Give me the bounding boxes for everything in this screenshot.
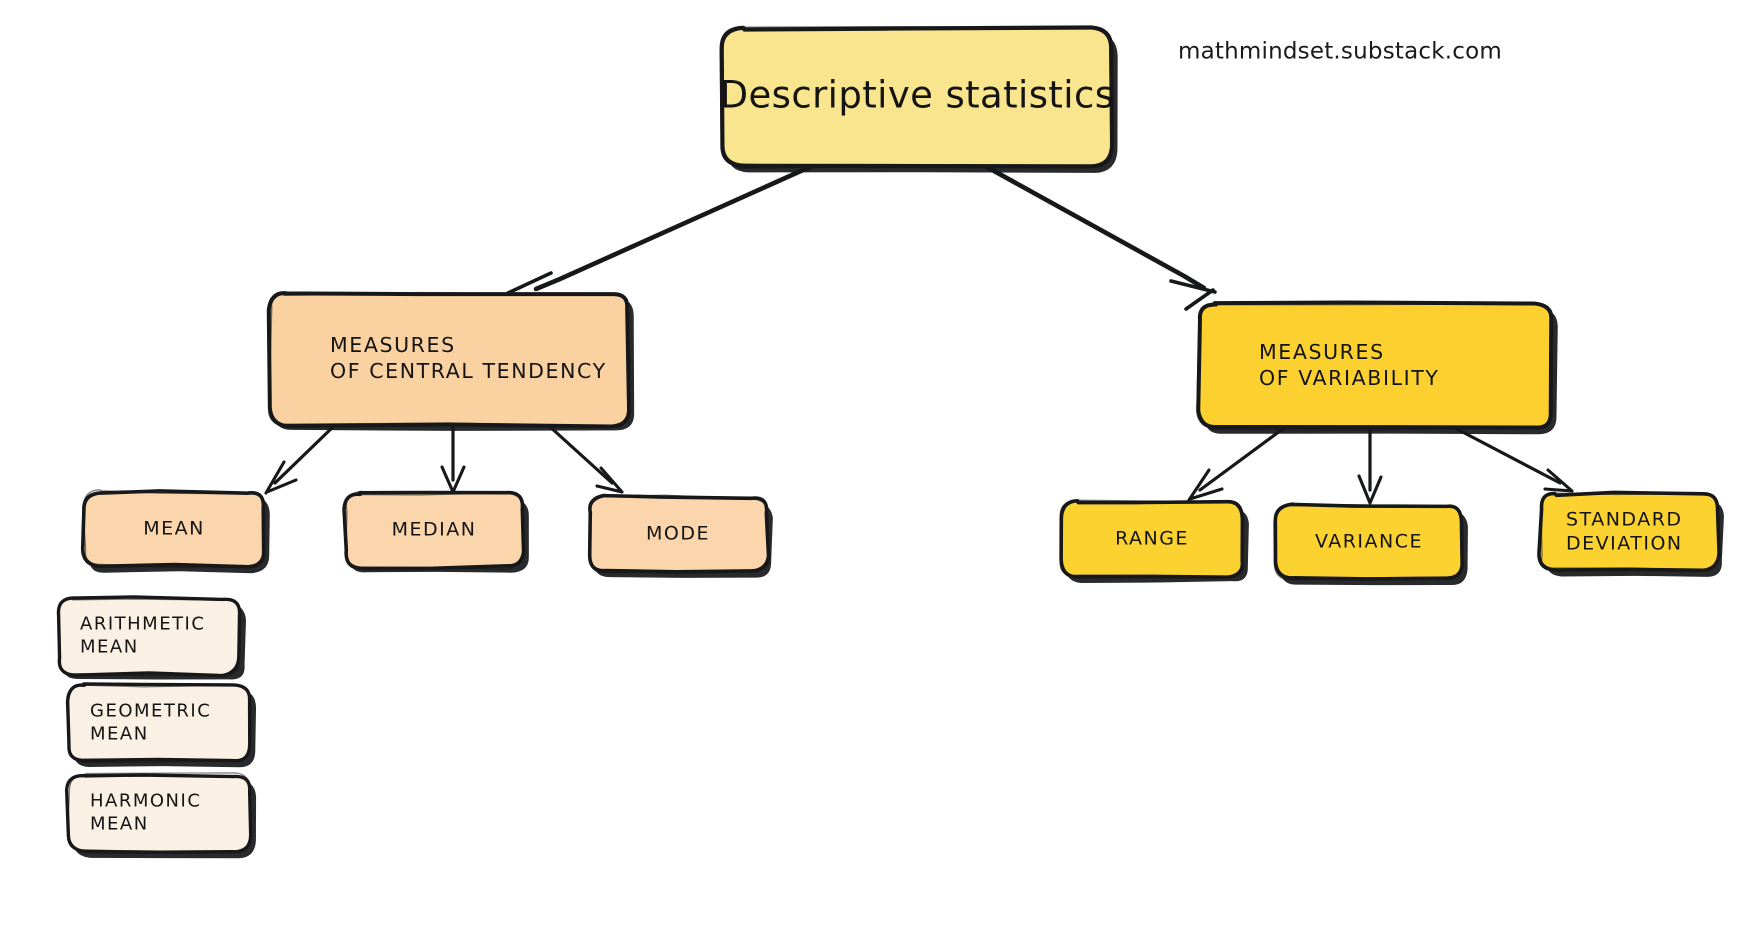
node-variance[interactable]: VARIANCE xyxy=(1273,502,1468,586)
node-mode[interactable]: MODE xyxy=(587,493,773,578)
edge-variability-to-variance xyxy=(1357,426,1383,505)
node-outline-second-pass xyxy=(267,291,631,428)
node-mean[interactable]: MEAN xyxy=(80,489,270,574)
node-label-harmonic-mean-line-1: HARMONIC xyxy=(90,791,201,812)
node-label-harmonic-mean-line-2: MEAN xyxy=(90,814,149,835)
node-label-median: MEDIAN xyxy=(392,519,477,541)
node-outline-second-pass xyxy=(1196,302,1553,431)
edge-variability-to-range xyxy=(1187,426,1286,502)
node-median[interactable]: MEDIAN xyxy=(342,490,529,573)
node-label-measures-of-variability-line-1: MEASURES xyxy=(1259,340,1385,364)
node-outline-second-pass xyxy=(1059,499,1244,578)
node-range[interactable]: RANGE xyxy=(1059,499,1249,584)
node-label-descriptive-statistics: Descriptive statistics xyxy=(720,74,1115,117)
node-outline-second-pass xyxy=(82,489,265,569)
node-label-range: RANGE xyxy=(1115,528,1189,550)
edge-central-tendency-to-median xyxy=(440,423,466,494)
node-label-geometric-mean-line-2: MEAN xyxy=(90,724,149,745)
node-body[interactable] xyxy=(342,490,526,571)
node-outline-second-pass xyxy=(1540,492,1721,571)
node-label-geometric-mean-line-1: GEOMETRIC xyxy=(90,701,211,722)
node-label-standard-deviation-line-1: STANDARD xyxy=(1566,509,1683,531)
node-body[interactable] xyxy=(65,682,252,763)
node-descriptive-statistics[interactable]: Descriptive statistics xyxy=(719,25,1118,173)
node-label-measures-of-central-tendency-line-1: MEASURES xyxy=(330,333,456,357)
node-outline-second-pass xyxy=(345,490,525,570)
node-label-measures-of-central-tendency-line-2: OF CENTRAL TENDENCY xyxy=(330,359,607,383)
edge-variability-to-standard-deviation xyxy=(1453,426,1574,493)
node-label-arithmetic-mean-line-2: MEAN xyxy=(80,637,139,658)
node-body[interactable] xyxy=(1537,490,1721,573)
node-outline-second-pass xyxy=(57,598,241,677)
node-label-measures-of-variability-line-2: OF VARIABILITY xyxy=(1259,366,1440,390)
node-label-variance: VARIANCE xyxy=(1315,531,1423,553)
node-outline-second-pass xyxy=(1273,503,1464,581)
edge-root-to-central-tendency xyxy=(506,163,815,298)
node-label-arithmetic-mean-line-1: ARITHMETIC xyxy=(80,614,205,635)
node-outline-second-pass xyxy=(65,684,252,764)
watermark-text: mathmindset.substack.com xyxy=(1178,39,1502,65)
edge-layer xyxy=(264,163,1574,505)
node-outline-second-pass xyxy=(588,494,770,574)
edge-root-to-variability xyxy=(982,163,1217,311)
node-body[interactable] xyxy=(1196,300,1554,430)
node-label-mode: MODE xyxy=(646,523,710,545)
node-label-standard-deviation-line-2: DEVIATION xyxy=(1566,533,1683,555)
edge-central-tendency-to-mode xyxy=(546,423,624,494)
node-outline-second-pass xyxy=(66,772,252,853)
node-label-mean: MEAN xyxy=(143,518,205,540)
node-outline-second-pass xyxy=(719,25,1114,170)
edge-central-tendency-to-mean xyxy=(264,423,337,495)
